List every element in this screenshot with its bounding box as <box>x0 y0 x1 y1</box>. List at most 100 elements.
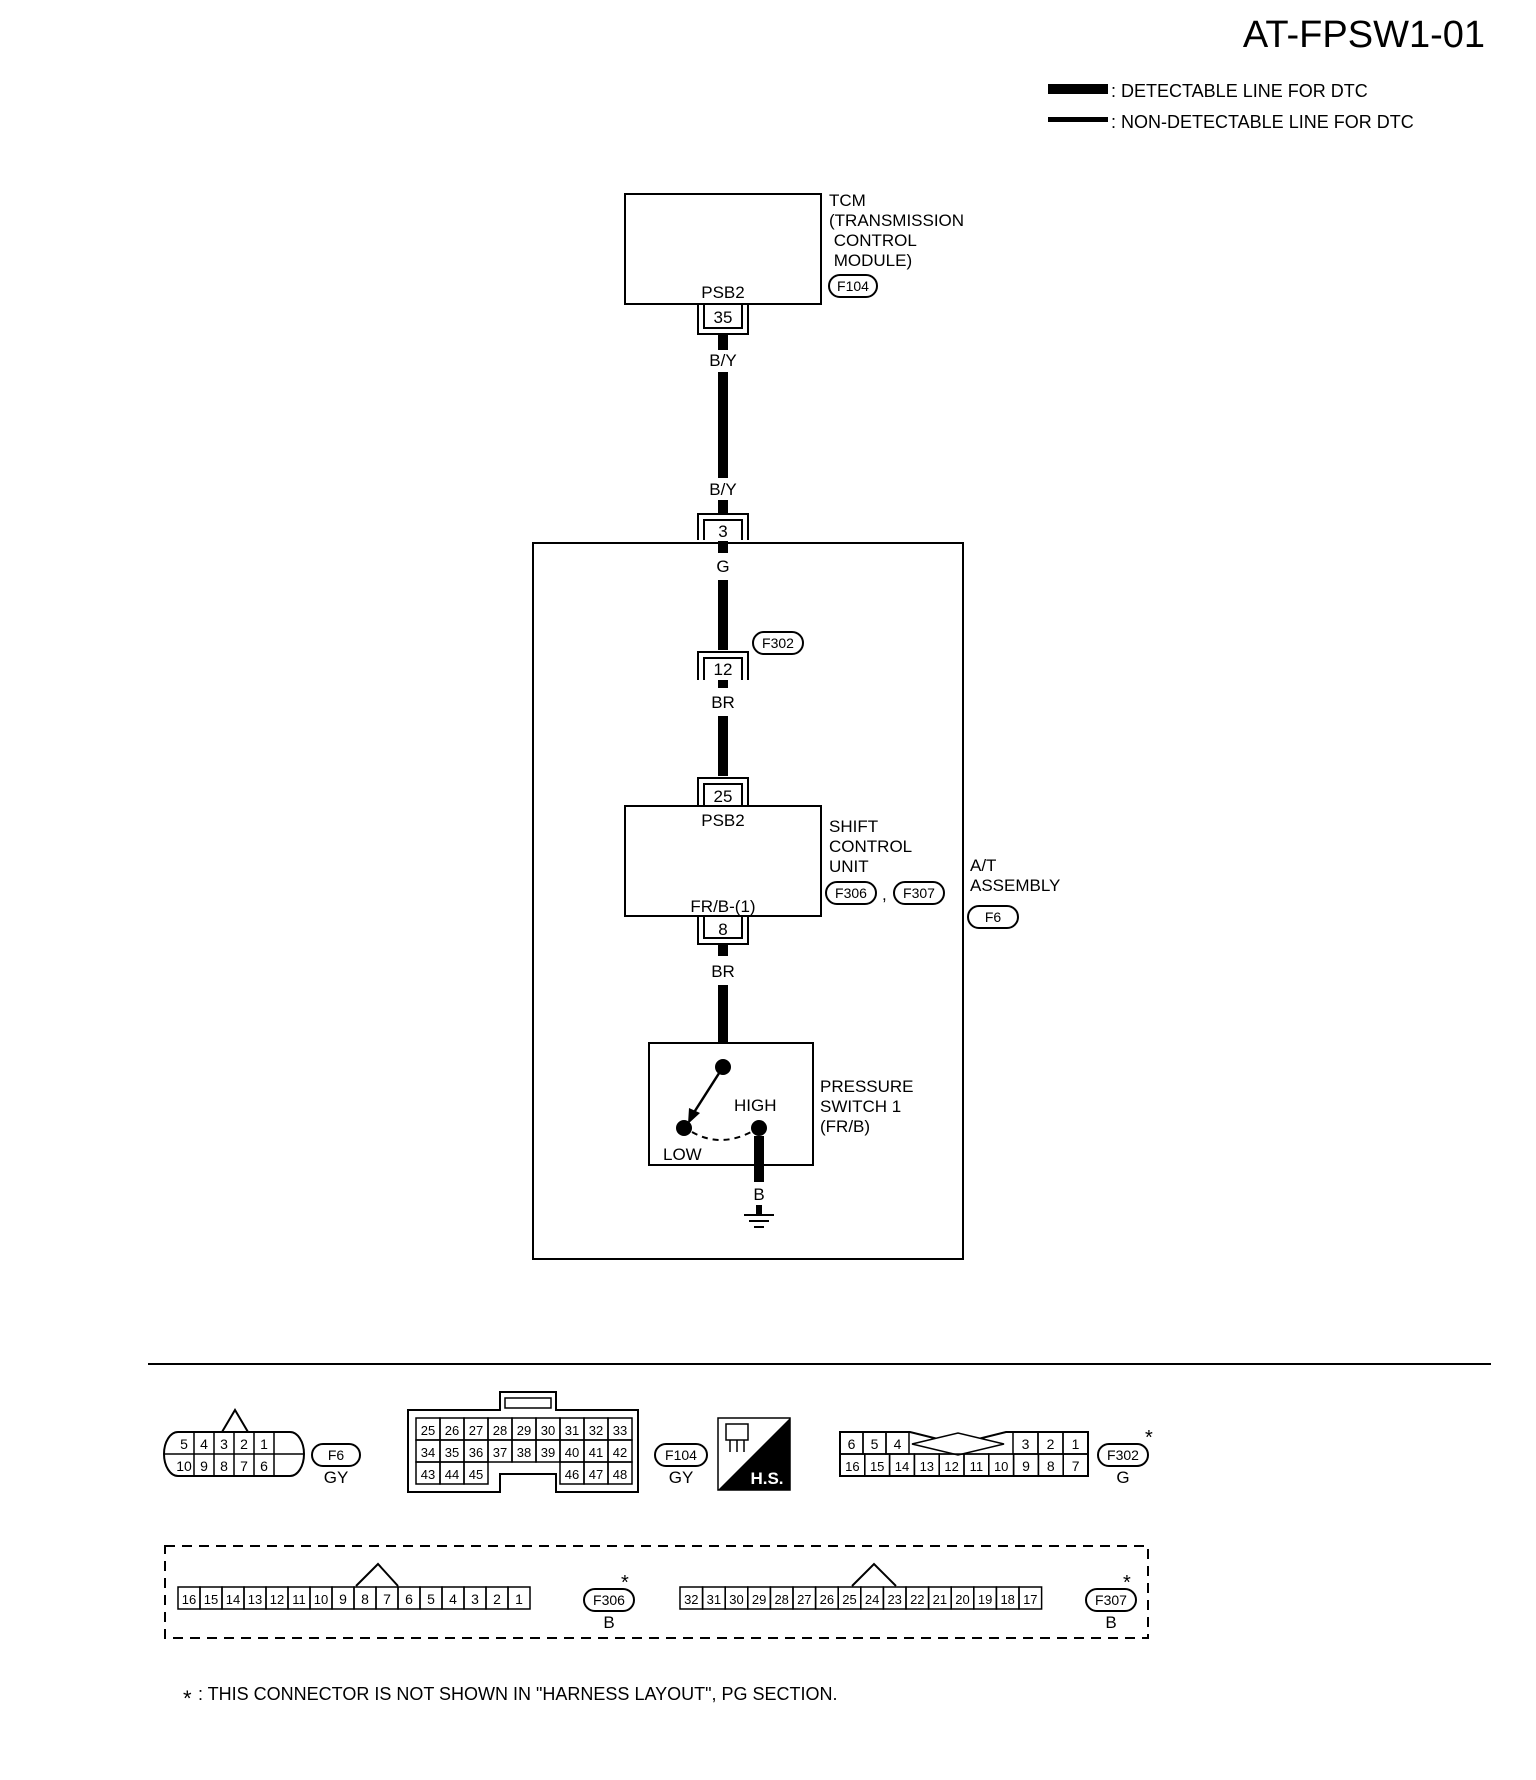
at-assembly-label-line-1: A/T <box>970 856 996 875</box>
f306-star: * <box>621 1572 629 1594</box>
scu-connector-id-2: F307 <box>903 885 935 901</box>
f307-pin: 27 <box>797 1592 811 1607</box>
f104-pin: 31 <box>565 1423 579 1438</box>
f6-pin: 6 <box>260 1458 268 1474</box>
f302-pin: 15 <box>870 1459 884 1474</box>
f6-pin: 2 <box>240 1436 248 1452</box>
wire-after-f302-stub <box>718 680 728 688</box>
f306-color: B <box>603 1613 614 1632</box>
pressure-switch-label-line-1: PRESSURE <box>820 1077 914 1096</box>
f307-pin: 23 <box>887 1592 901 1607</box>
f6-pin: 3 <box>220 1436 228 1452</box>
tcm-pin-number: 35 <box>714 308 733 327</box>
connector-icon <box>725 1423 749 1452</box>
at-connector-id: F6 <box>985 909 1002 925</box>
wire-tcm-to-at <box>718 334 728 350</box>
f306-f307-group-outline <box>164 1545 1149 1639</box>
wire-color-b: B <box>753 1185 764 1204</box>
f302-pin: 16 <box>845 1459 859 1474</box>
f307-pin: 30 <box>729 1592 743 1607</box>
scu-label-line-1: SHIFT <box>829 817 878 836</box>
f104-pin: 34 <box>421 1445 435 1460</box>
f307-pin: 31 <box>707 1592 721 1607</box>
wire-at-pin-stub <box>718 541 728 553</box>
f302-star: * <box>1145 1427 1153 1449</box>
f302-pin-cell <box>1062 1453 1089 1477</box>
switch-high-contact <box>751 1120 767 1136</box>
scu-out-pin-number: 8 <box>718 920 727 939</box>
f306-pin: 16 <box>182 1592 196 1607</box>
wire-ground-segment <box>754 1136 764 1182</box>
f307-pin: 19 <box>978 1592 992 1607</box>
at-assembly-boundary <box>532 542 964 1260</box>
f104-pin: 38 <box>517 1445 531 1460</box>
f306-pin: 13 <box>248 1592 262 1607</box>
line-legend: : DETECTABLE LINE FOR DTC : NON-DETECTAB… <box>1048 81 1414 132</box>
f302-pin: 14 <box>895 1459 909 1474</box>
f306-pin: 2 <box>493 1591 501 1607</box>
f302-pin: 10 <box>994 1459 1008 1474</box>
f104-pin: 44 <box>445 1467 459 1482</box>
tcm-label-line-4: MODULE) <box>829 251 912 270</box>
scu-pin-25: 25 <box>697 777 749 806</box>
f302-pin: 4 <box>894 1436 902 1452</box>
at-connector-badge <box>967 905 1019 929</box>
f306-pin: 14 <box>226 1592 240 1607</box>
tcm-label-line-2: (TRANSMISSION <box>829 211 964 230</box>
f306-pin: 9 <box>339 1591 347 1607</box>
f307-pin: 22 <box>910 1592 924 1607</box>
f6-pin: 10 <box>176 1458 192 1474</box>
f104-id-badge <box>654 1443 708 1467</box>
f104-pin: 41 <box>589 1445 603 1460</box>
footnote-text: : THIS CONNECTOR IS NOT SHOWN IN "HARNES… <box>198 1684 838 1704</box>
wire-color-br-2: BR <box>711 962 735 981</box>
f307-pin: 20 <box>955 1592 969 1607</box>
tcm-pin-35: 35 <box>697 304 749 335</box>
scu-label-line-3: UNIT <box>829 857 869 876</box>
hs-badge-text: H.S. <box>750 1469 783 1488</box>
f6-color: GY <box>324 1468 349 1487</box>
f104-pin: 30 <box>541 1423 555 1438</box>
legend-non-detectable-label: : NON-DETECTABLE LINE FOR DTC <box>1111 112 1414 132</box>
f6-id: F6 <box>328 1447 345 1463</box>
f306-id: F306 <box>593 1592 625 1608</box>
f307-pin: 21 <box>933 1592 947 1607</box>
scu-connector-separator: , <box>882 885 887 904</box>
f6-pin: 4 <box>200 1436 208 1452</box>
tcm-connector-badge <box>828 274 878 298</box>
f307-pin: 26 <box>820 1592 834 1607</box>
f6-pin: 8 <box>220 1458 228 1474</box>
footnote-star: * <box>183 1686 192 1711</box>
wire-g-segment <box>718 580 728 650</box>
f302-pin: 1 <box>1072 1436 1080 1452</box>
f104-pin: 26 <box>445 1423 459 1438</box>
f306-pin: 1 <box>515 1591 523 1607</box>
f104-pin: 40 <box>565 1445 579 1460</box>
f302-connector-badge <box>752 631 804 655</box>
at-pin-3: 3 <box>697 513 749 541</box>
f302-color: G <box>1116 1468 1129 1487</box>
wire-color-g: G <box>716 557 729 576</box>
wire-color-br-1: BR <box>711 693 735 712</box>
connector-face-f6: 5 4 3 2 1 10 9 8 7 6 F6 GY <box>163 1408 361 1487</box>
f104-pin: 32 <box>589 1423 603 1438</box>
f307-id: F307 <box>1095 1592 1127 1608</box>
f302-pin: 9 <box>1022 1458 1030 1474</box>
f307-pin: 17 <box>1023 1592 1037 1607</box>
f302-id: F302 <box>1107 1447 1139 1463</box>
tcm-box <box>624 193 822 305</box>
f302-pin: 13 <box>920 1459 934 1474</box>
f302-connector-id: F302 <box>762 635 794 651</box>
scu-connector-id-1: F306 <box>835 885 867 901</box>
f104-pin: 35 <box>445 1445 459 1460</box>
at-pin-number: 3 <box>718 522 727 541</box>
f306-pin: 7 <box>383 1591 391 1607</box>
scu-in-terminal-name: PSB2 <box>701 811 744 830</box>
scu-box <box>624 805 822 917</box>
scu-out-terminal-name: FR/B-(1) <box>690 897 755 916</box>
